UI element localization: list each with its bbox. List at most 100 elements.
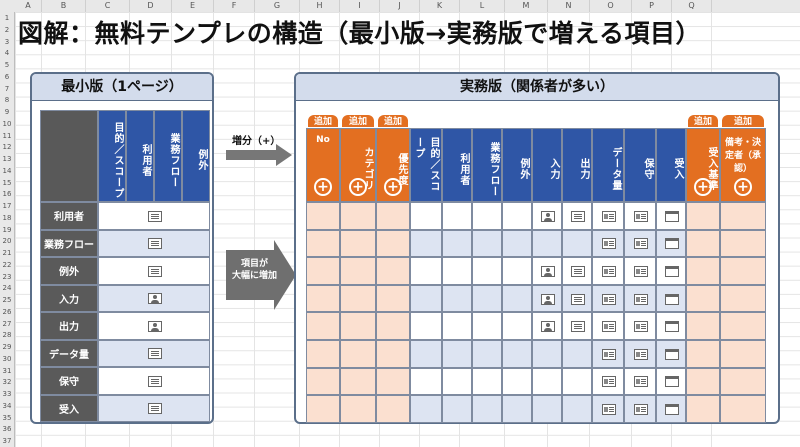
right-table-cell <box>720 284 766 313</box>
row-header-18[interactable]: 18 <box>2 213 12 222</box>
practical-panel-title: 実務版（関係者が多い） <box>296 74 778 101</box>
row-header-13[interactable]: 13 <box>2 155 12 163</box>
right-table-cell <box>472 367 502 396</box>
column-header-Q[interactable]: Q <box>672 0 712 12</box>
row-header-29[interactable]: 29 <box>2 343 12 351</box>
row-header-21[interactable]: 21 <box>2 249 12 257</box>
row-header-19[interactable]: 19 <box>2 225 12 234</box>
column-header-K[interactable]: K <box>420 0 460 12</box>
column-header-B[interactable]: B <box>42 0 86 12</box>
right-table-cell <box>410 229 442 258</box>
row-header-3[interactable]: 3 <box>4 37 10 46</box>
row-header-31[interactable]: 31 <box>2 366 12 375</box>
right-table-cell <box>410 257 442 285</box>
row-header-24[interactable]: 24 <box>2 284 12 293</box>
column-header-O[interactable]: O <box>590 0 632 12</box>
column-header-H[interactable]: H <box>300 0 340 12</box>
plus-circle-icon[interactable]: + <box>694 178 712 196</box>
row-header-6[interactable]: 6 <box>4 72 10 81</box>
column-header-F[interactable]: F <box>214 0 255 12</box>
doc-icon <box>148 403 162 415</box>
plus-circle-icon[interactable]: + <box>349 178 367 196</box>
doc-icon <box>148 348 162 360</box>
column-header-I[interactable]: I <box>340 0 380 12</box>
column-header-G[interactable]: G <box>255 0 300 12</box>
right-table-cell <box>720 340 766 368</box>
right-table-cell <box>720 202 766 230</box>
row-header-27[interactable]: 27 <box>2 319 12 328</box>
row-header-20[interactable]: 20 <box>2 237 12 246</box>
row-header-28[interactable]: 28 <box>2 331 12 340</box>
row-header-36[interactable]: 36 <box>2 425 12 434</box>
row-header-35[interactable]: 35 <box>2 413 12 422</box>
right-table-cell <box>686 340 720 368</box>
row-header-15[interactable]: 15 <box>2 178 12 187</box>
increment-label: 増分（+） <box>232 136 281 147</box>
column-header-P[interactable]: P <box>632 0 672 12</box>
right-table-cell <box>376 284 410 313</box>
user-icon <box>541 321 555 333</box>
row-header-4[interactable]: 4 <box>4 49 10 58</box>
row-header-33[interactable]: 33 <box>2 390 12 398</box>
row-header-30[interactable]: 30 <box>2 354 12 363</box>
right-table-cell <box>306 395 340 423</box>
plus-circle-icon[interactable]: + <box>384 178 402 196</box>
left-corner-cell <box>40 110 98 202</box>
row-header-16[interactable]: 16 <box>2 190 12 199</box>
right-table-cell <box>442 395 472 423</box>
form-icon <box>602 293 616 305</box>
right-table-cell <box>376 257 410 285</box>
right-table-cell <box>592 312 624 340</box>
right-table-cell <box>306 312 340 340</box>
plus-circle-icon[interactable]: + <box>734 178 752 196</box>
row-header-17[interactable]: 17 <box>2 202 12 210</box>
row-header-23[interactable]: 23 <box>2 272 12 281</box>
left-row-body <box>98 229 210 257</box>
right-table-cell <box>502 284 532 313</box>
right-col-header: 業務フロー <box>472 128 502 202</box>
right-table-cell <box>562 284 592 313</box>
right-table-cell <box>502 257 532 285</box>
column-header-C[interactable]: C <box>86 0 130 12</box>
column-header-E[interactable]: E <box>172 0 214 12</box>
plus-circle-icon[interactable]: + <box>314 178 332 196</box>
left-row-body <box>98 202 210 230</box>
row-header-37[interactable]: 37 <box>2 437 12 445</box>
row-header-25[interactable]: 25 <box>2 296 12 304</box>
user-icon <box>541 210 555 222</box>
row-header-7[interactable]: 7 <box>4 84 10 93</box>
right-table-cell <box>532 202 562 230</box>
row-header-1[interactable]: 1 <box>4 14 10 22</box>
big-increase-label-line1: 項目が <box>241 259 269 269</box>
row-header-5[interactable]: 5 <box>4 61 10 69</box>
right-table-cell <box>532 257 562 285</box>
row-header-2[interactable]: 2 <box>4 25 10 34</box>
row-header-32[interactable]: 32 <box>2 378 12 387</box>
row-header-14[interactable]: 14 <box>2 166 12 175</box>
column-header-L[interactable]: L <box>460 0 505 12</box>
right-table-cell <box>720 312 766 340</box>
column-header-J[interactable]: J <box>380 0 420 12</box>
column-header-D[interactable]: D <box>130 0 172 12</box>
row-header-22[interactable]: 22 <box>2 260 12 269</box>
doc-icon <box>571 265 585 277</box>
column-header-M[interactable]: M <box>505 0 548 12</box>
form-icon <box>634 238 648 250</box>
right-table-cell <box>686 229 720 258</box>
column-header-N[interactable]: N <box>548 0 590 12</box>
row-header-8[interactable]: 8 <box>4 96 10 105</box>
row-header-9[interactable]: 9 <box>4 108 10 116</box>
row-header-12[interactable]: 12 <box>2 143 12 152</box>
right-table-cell <box>656 367 686 396</box>
row-header-26[interactable]: 26 <box>2 307 12 316</box>
row-header-10[interactable]: 10 <box>2 119 12 128</box>
right-table-cell <box>376 395 410 423</box>
right-table-cell <box>442 340 472 368</box>
row-header-11[interactable]: 11 <box>2 131 12 140</box>
row-header-34[interactable]: 34 <box>2 401 12 410</box>
right-table-cell <box>624 367 656 396</box>
column-header-A[interactable]: A <box>15 0 42 12</box>
right-col-header: 目的／スコープ <box>410 128 442 202</box>
form-icon <box>634 321 648 333</box>
right-table-cell <box>562 257 592 285</box>
